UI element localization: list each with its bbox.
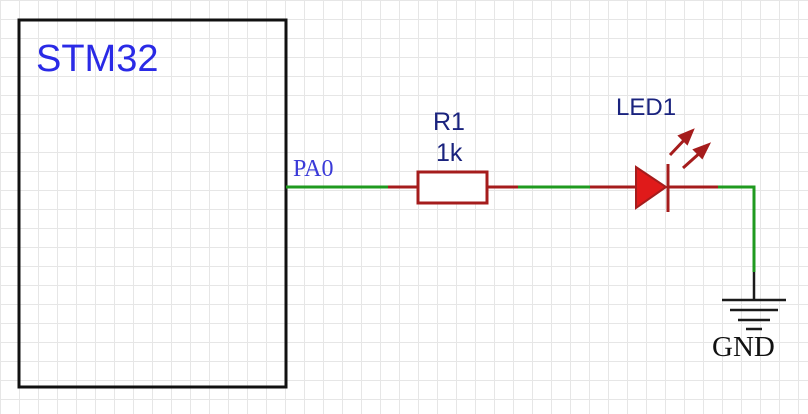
resistor-value-label: 1k	[436, 139, 463, 167]
mcu-block[interactable]	[17, 18, 288, 389]
led-emission-arrows	[668, 128, 712, 170]
pin-pa0-label: PA0	[293, 156, 334, 182]
led-led1[interactable]	[590, 128, 718, 212]
resistor-ref-label: R1	[433, 108, 465, 136]
mcu-name-label: STM32	[36, 38, 159, 80]
ground-label: GND	[712, 331, 775, 363]
net-wires	[286, 185, 756, 272]
resistor-body	[416, 170, 489, 205]
led-ref-label: LED1	[616, 94, 677, 121]
led-triangle	[635, 165, 668, 210]
wire-led-to-gnd	[718, 185, 756, 272]
ground-symbol[interactable]	[722, 272, 786, 331]
resistor-r1[interactable]	[388, 170, 518, 205]
